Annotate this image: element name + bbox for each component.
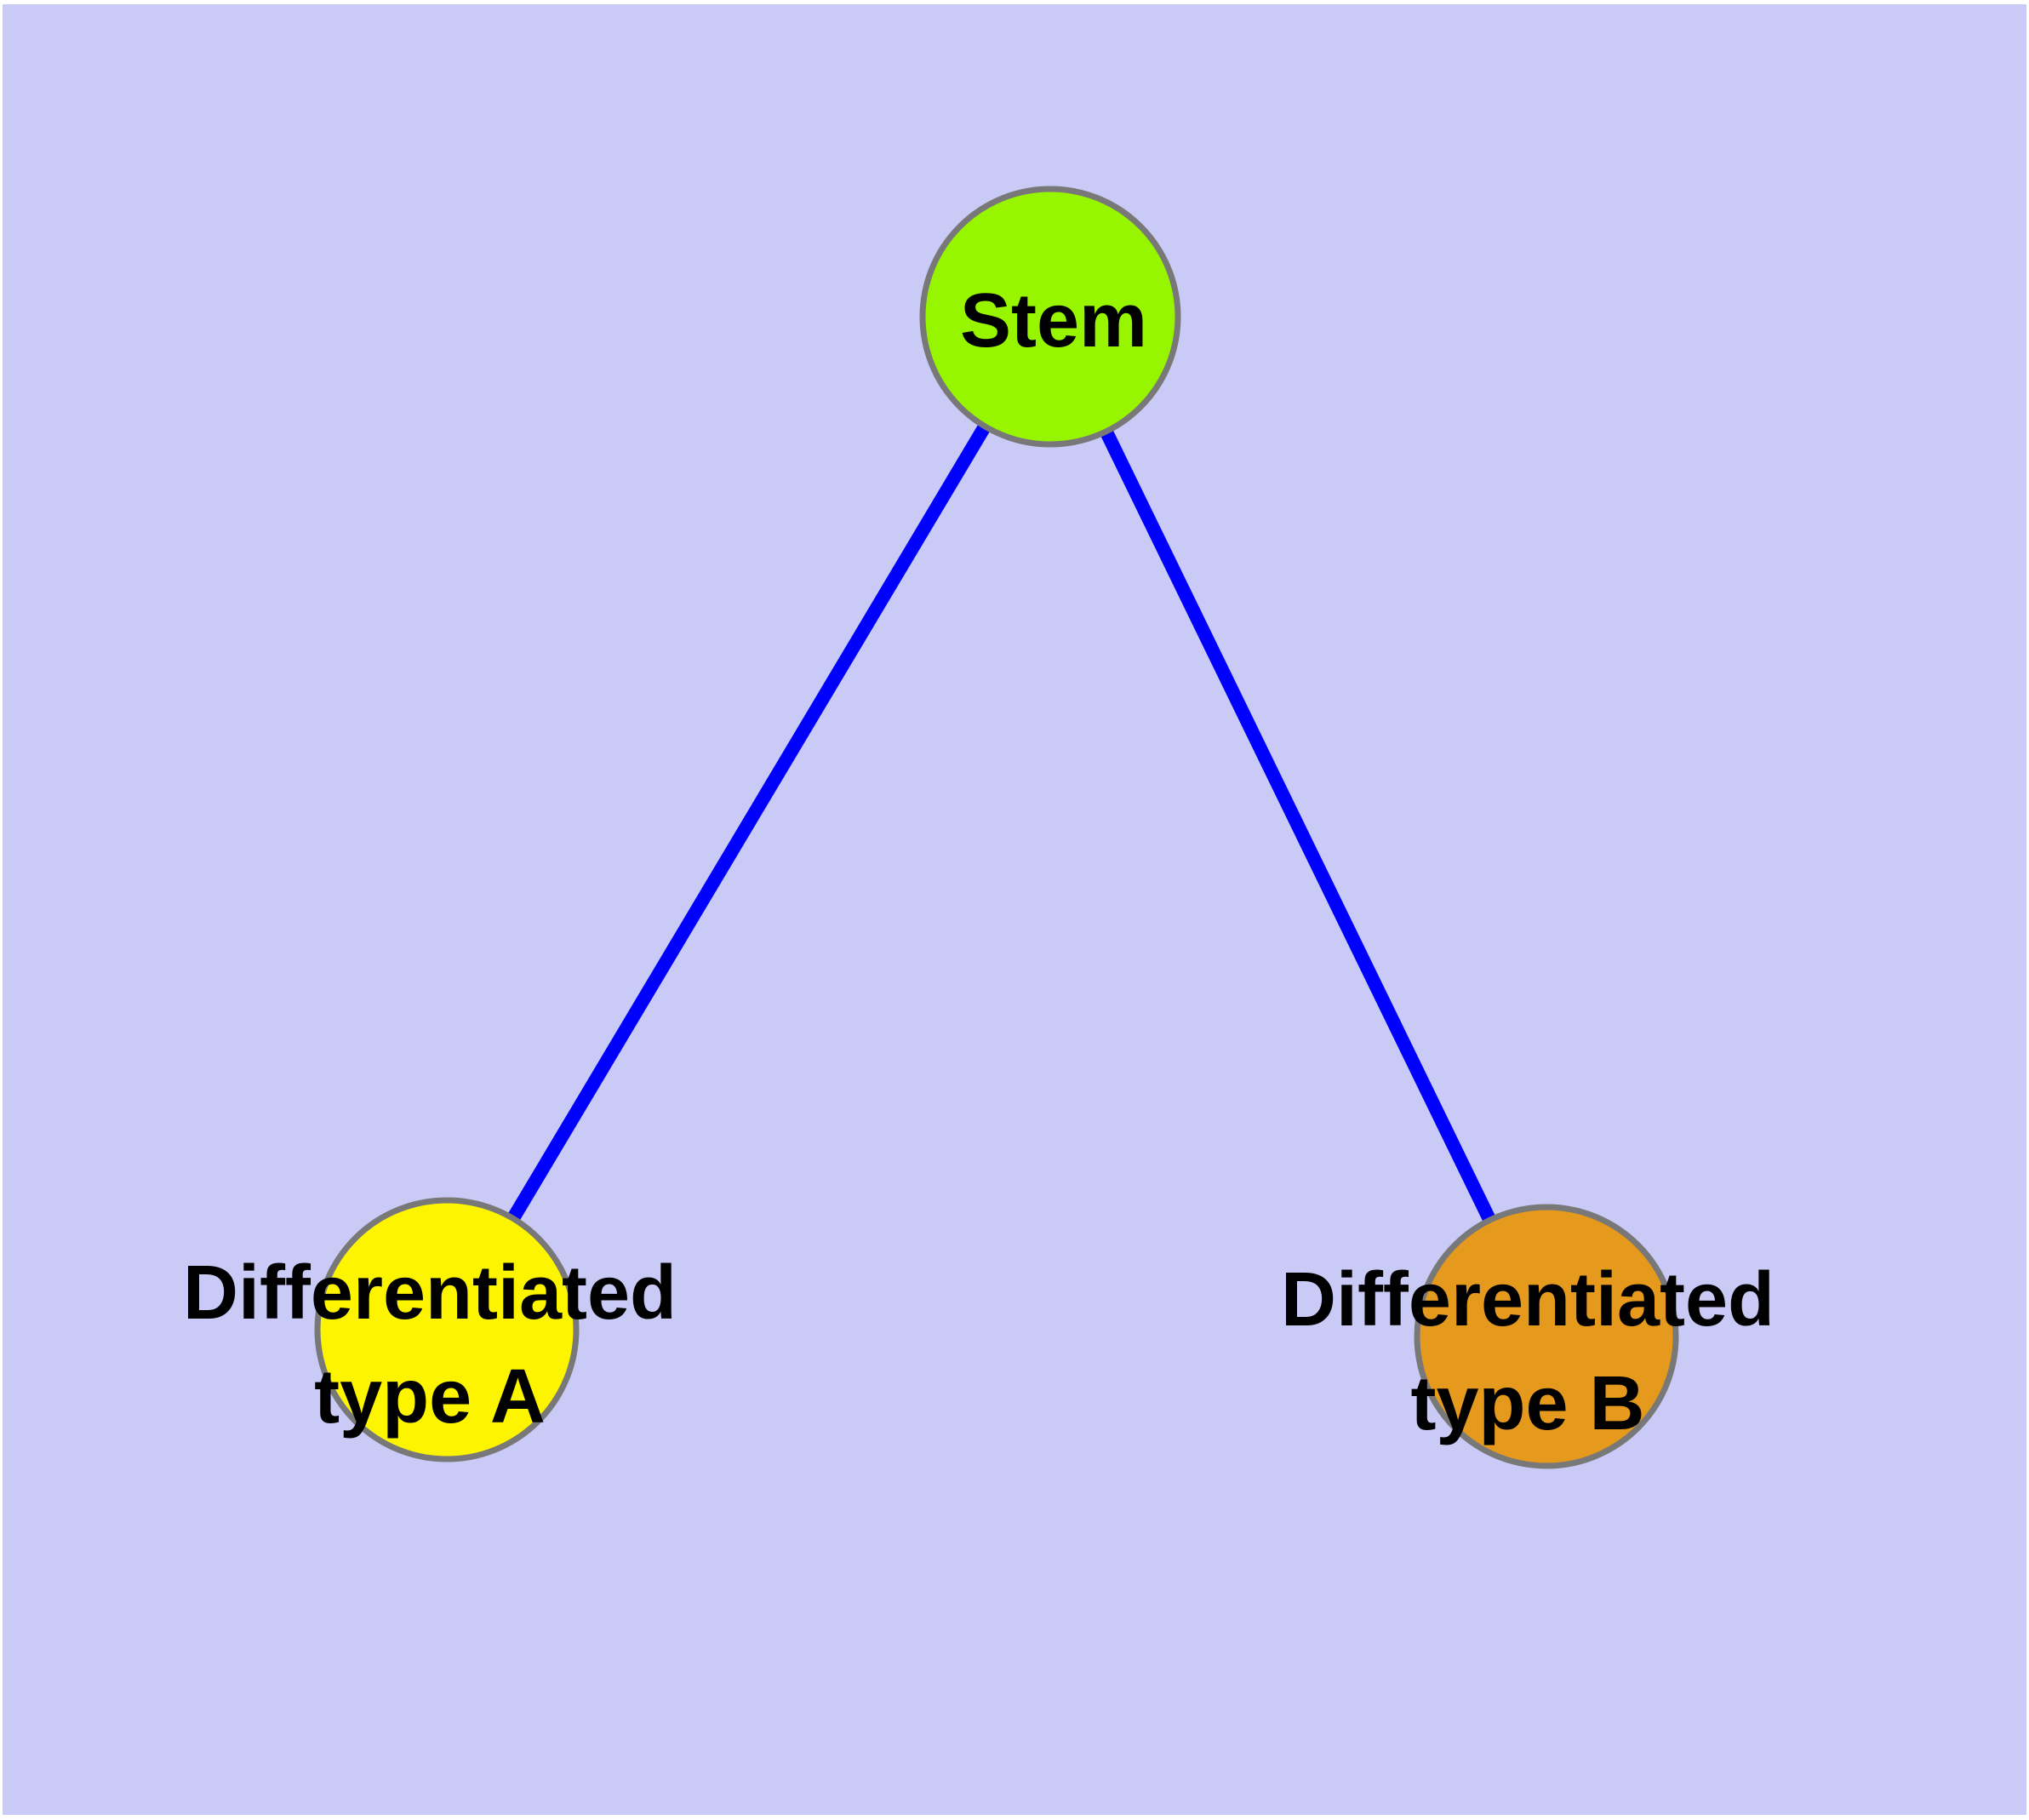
edge-stem-to-differentiated-type-a <box>441 312 1056 1334</box>
node-label-differentiated-type-a-line2: type A <box>314 1354 546 1439</box>
node-differentiated-type-a <box>314 1197 580 1462</box>
nodes-layer <box>314 186 1679 1469</box>
edge-stem-to-differentiated-type-b <box>1043 313 1553 1340</box>
edges-layer <box>441 312 1553 1340</box>
node-label-stem: Stem <box>960 278 1147 363</box>
node-label-differentiated-type-a-line1: Differentiated <box>183 1251 677 1336</box>
node-differentiated-type-b <box>1414 1204 1679 1469</box>
node-stem <box>919 186 1181 448</box>
node-label-differentiated-type-b-line1: Differentiated <box>1281 1257 1775 1342</box>
node-label-differentiated-type-b-line2: type B <box>1410 1361 1644 1446</box>
